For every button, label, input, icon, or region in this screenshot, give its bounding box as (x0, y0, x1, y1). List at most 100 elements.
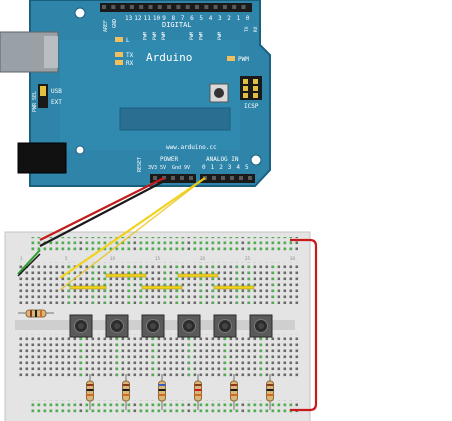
header-pin (157, 5, 162, 9)
rx-pin-label: RX (253, 26, 259, 32)
resistor (266, 374, 274, 410)
red-rail-jumper (290, 238, 318, 412)
rx-led (115, 60, 123, 65)
header-pin (221, 176, 225, 180)
column-number: 5 (65, 256, 68, 261)
header-pin (120, 5, 125, 9)
rail-hole-group (138, 237, 186, 253)
digital-label: DIGITAL (162, 21, 192, 29)
pwm-pin-label: PWM (152, 32, 158, 40)
header-pin (167, 5, 172, 9)
l-led-label: L (126, 37, 130, 44)
pwm-pin-label: PWM (217, 32, 223, 40)
button-column-holes (236, 262, 242, 304)
resistor-column-holes (80, 334, 86, 378)
microcontroller-chip (119, 107, 231, 131)
analog-pin-label: 1 (211, 164, 215, 171)
button-column-holes (68, 262, 74, 304)
resistor-column-holes (260, 334, 266, 378)
pwm-led (227, 56, 235, 61)
digital-pin-label: 8 (172, 15, 176, 22)
power-jack (17, 142, 67, 174)
pushbutton[interactable] (141, 314, 165, 338)
rail-hole-group (192, 400, 240, 414)
pwm-pin-label: PWM (161, 32, 167, 40)
header-pin (185, 5, 190, 9)
rx-led-label: RX (126, 60, 134, 67)
pushbutton[interactable] (249, 314, 273, 338)
resistor (230, 374, 238, 410)
mounting-hole (74, 7, 86, 19)
digital-pin-label: 5 (199, 15, 203, 22)
button-column-holes (248, 262, 254, 304)
ext-label: EXT (51, 99, 62, 106)
pushbutton[interactable] (213, 314, 237, 338)
resistor (158, 374, 166, 410)
board-name: Arduino (146, 51, 192, 64)
button-column-holes (272, 262, 278, 304)
black-wire-gnd (39, 177, 171, 247)
mounting-hole (250, 154, 262, 166)
green-wire (17, 249, 41, 275)
icsp-header (240, 76, 262, 100)
wires (17, 177, 318, 412)
top-terminal-block (18, 262, 300, 304)
digital-pin-label: 10 (153, 15, 161, 22)
board-pcb (29, 0, 271, 187)
pushbutton[interactable] (177, 314, 201, 338)
header-pin (222, 5, 227, 9)
header-pin (180, 176, 184, 180)
header-pin (102, 5, 106, 9)
column-number: 20 (200, 256, 206, 261)
pushbutton[interactable] (105, 314, 129, 338)
header-pin (232, 5, 237, 9)
header-pin (129, 5, 134, 9)
analog-pin-label: 2 (219, 164, 223, 171)
usb-label: USB (51, 88, 62, 95)
button-column-holes (200, 262, 206, 304)
rail-hole-group (192, 237, 240, 253)
pulldown-resistor (18, 309, 54, 318)
mounting-hole (75, 145, 85, 155)
pwm-pin-label: PWM (189, 32, 195, 40)
tx-led-label: TX (126, 52, 134, 59)
column-number: 10 (110, 256, 116, 261)
bottom-terminal-block (18, 334, 300, 378)
analog-pin-label: 5 (245, 164, 249, 171)
digital-pin-label: 6 (190, 15, 194, 22)
yellow-jumpers (69, 273, 255, 290)
button-column-holes (92, 262, 98, 304)
header-pin (111, 5, 116, 9)
url-label: www.arduino.cc (166, 144, 217, 151)
pushbutton[interactable] (69, 314, 93, 338)
power-pin-label: 9V (184, 165, 190, 171)
resistor-column-holes (152, 334, 158, 378)
power-pin-label: 3V3 (148, 165, 157, 171)
resistor (86, 374, 94, 410)
header-pin (230, 176, 234, 180)
analog-label: ANALOG IN (206, 156, 239, 163)
digital-pin-label: 3 (218, 15, 222, 22)
power-pin-label: Gnd (172, 165, 181, 171)
pwm-led-label: PWM (238, 56, 249, 63)
header-pin (239, 176, 243, 180)
header-pin (195, 5, 199, 9)
column-number: 15 (155, 256, 161, 261)
rail-hole-group (246, 237, 294, 253)
resistor-column-holes (188, 334, 194, 378)
resistor-column-holes (116, 334, 122, 378)
digital-pin-label: 1 (237, 15, 241, 22)
reset-label: RESET (137, 157, 143, 172)
power-label: POWER (160, 156, 178, 163)
pwr-sel-label: PWR SEL (32, 91, 38, 112)
resistor-column-holes (224, 334, 230, 378)
icsp-label: ICSP (244, 103, 259, 110)
digital-pin-label: 12 (134, 15, 142, 22)
digital-pin-label: 11 (144, 15, 152, 22)
digital-pin-label: 2 (227, 15, 231, 22)
analog-pin-label: 4 (236, 164, 240, 171)
header-pin (176, 5, 181, 9)
header-pin (204, 5, 209, 9)
header-pin (189, 176, 193, 180)
